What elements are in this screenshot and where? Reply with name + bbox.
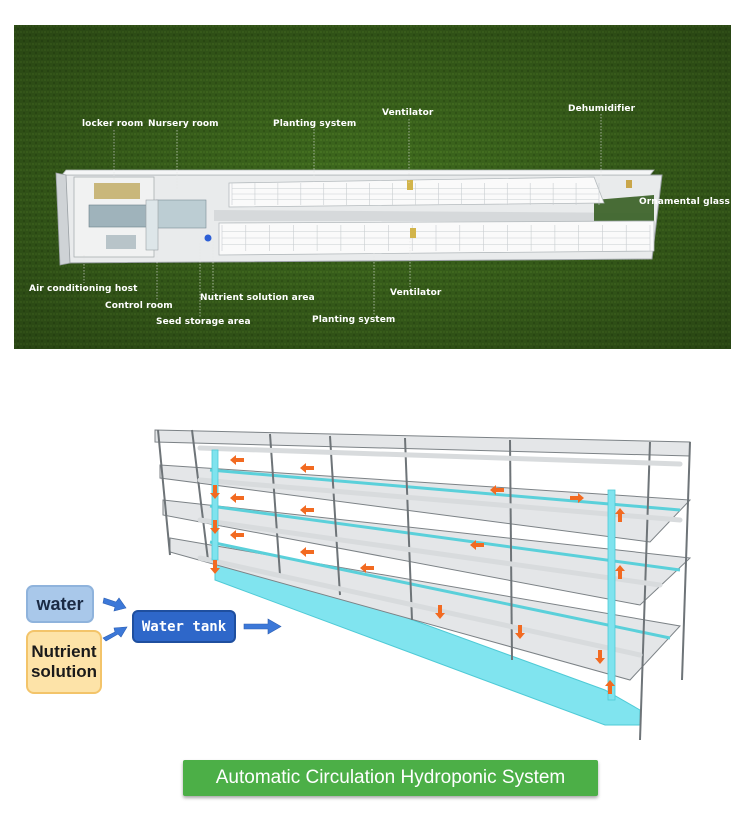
locker-room-furniture: [94, 183, 140, 199]
flow-arrow: [300, 547, 314, 557]
shelf-channels: [209, 468, 681, 640]
label-locker-room: locker room: [82, 119, 144, 129]
label-seed-storage-area: Seed storage area: [156, 317, 251, 327]
label-planting-system-top: Planting system: [273, 119, 357, 129]
tank-output-arrow: [243, 618, 282, 635]
input-arrows: [102, 597, 282, 642]
flow-arrow: [230, 530, 244, 540]
flow-arrow: [210, 520, 220, 534]
planting-pipes: [197, 445, 683, 658]
flow-arrow: [605, 680, 615, 694]
caption-banner: Automatic Circulation Hydroponic System: [183, 760, 598, 796]
flow-arrow: [470, 540, 484, 550]
rack-shelves: [154, 429, 692, 681]
control-room-window: [88, 204, 150, 228]
flow-arrow: [435, 605, 445, 619]
dehumidifier-unit: [626, 180, 632, 188]
flow-arrow: [230, 493, 244, 503]
label-planting-system-bottom: Planting system: [312, 315, 396, 325]
nursery-room-window: [155, 199, 207, 229]
container-layout-panel: locker room Nursery room Planting system…: [14, 25, 731, 349]
label-nursery-room: Nursery room: [148, 119, 219, 129]
label-ornamental-glass: Ornamental glass: [639, 197, 730, 207]
flow-arrow: [570, 493, 584, 503]
rack-rendering: [80, 395, 710, 750]
hydroponic-system-panel: water Nutrient solution Water tank: [0, 380, 750, 819]
water-source-box: water: [26, 585, 94, 623]
ventilator-upper: [407, 180, 413, 190]
rack-posts: [157, 429, 691, 741]
label-air-conditioning-host: Air conditioning host: [29, 284, 138, 294]
label-ventilator-bottom: Ventilator: [390, 288, 442, 298]
nutrient-solution-box: Nutrient solution: [26, 630, 102, 694]
label-dehumidifier: Dehumidifier: [568, 104, 636, 114]
label-ventilator-top: Ventilator: [382, 108, 434, 118]
water-arrow: [102, 597, 127, 612]
nutrient-arrow: [102, 626, 128, 642]
nutrient-tank-marker: [204, 234, 212, 242]
flow-arrow: [360, 563, 374, 573]
flow-arrow: [210, 560, 220, 574]
label-control-room: Control room: [105, 301, 173, 311]
water-tank-box: Water tank: [132, 610, 236, 643]
flow-arrow: [300, 505, 314, 515]
return-pipe: [211, 449, 219, 561]
flow-arrow: [515, 625, 525, 639]
flow-arrow: [300, 463, 314, 473]
flow-arrow: [210, 485, 220, 499]
flow-arrow: [230, 455, 244, 465]
flow-arrow: [615, 565, 625, 579]
leader-lines: [83, 114, 602, 317]
ventilator-lower: [410, 228, 416, 238]
flow-arrow: [595, 650, 605, 664]
label-nutrient-solution-area: Nutrient solution area: [200, 293, 315, 303]
riser-pipe: [607, 489, 616, 701]
flow-arrows: [210, 455, 625, 694]
container-rendering: [14, 25, 731, 349]
flow-arrow: [490, 485, 504, 495]
flow-arrow: [615, 508, 625, 522]
